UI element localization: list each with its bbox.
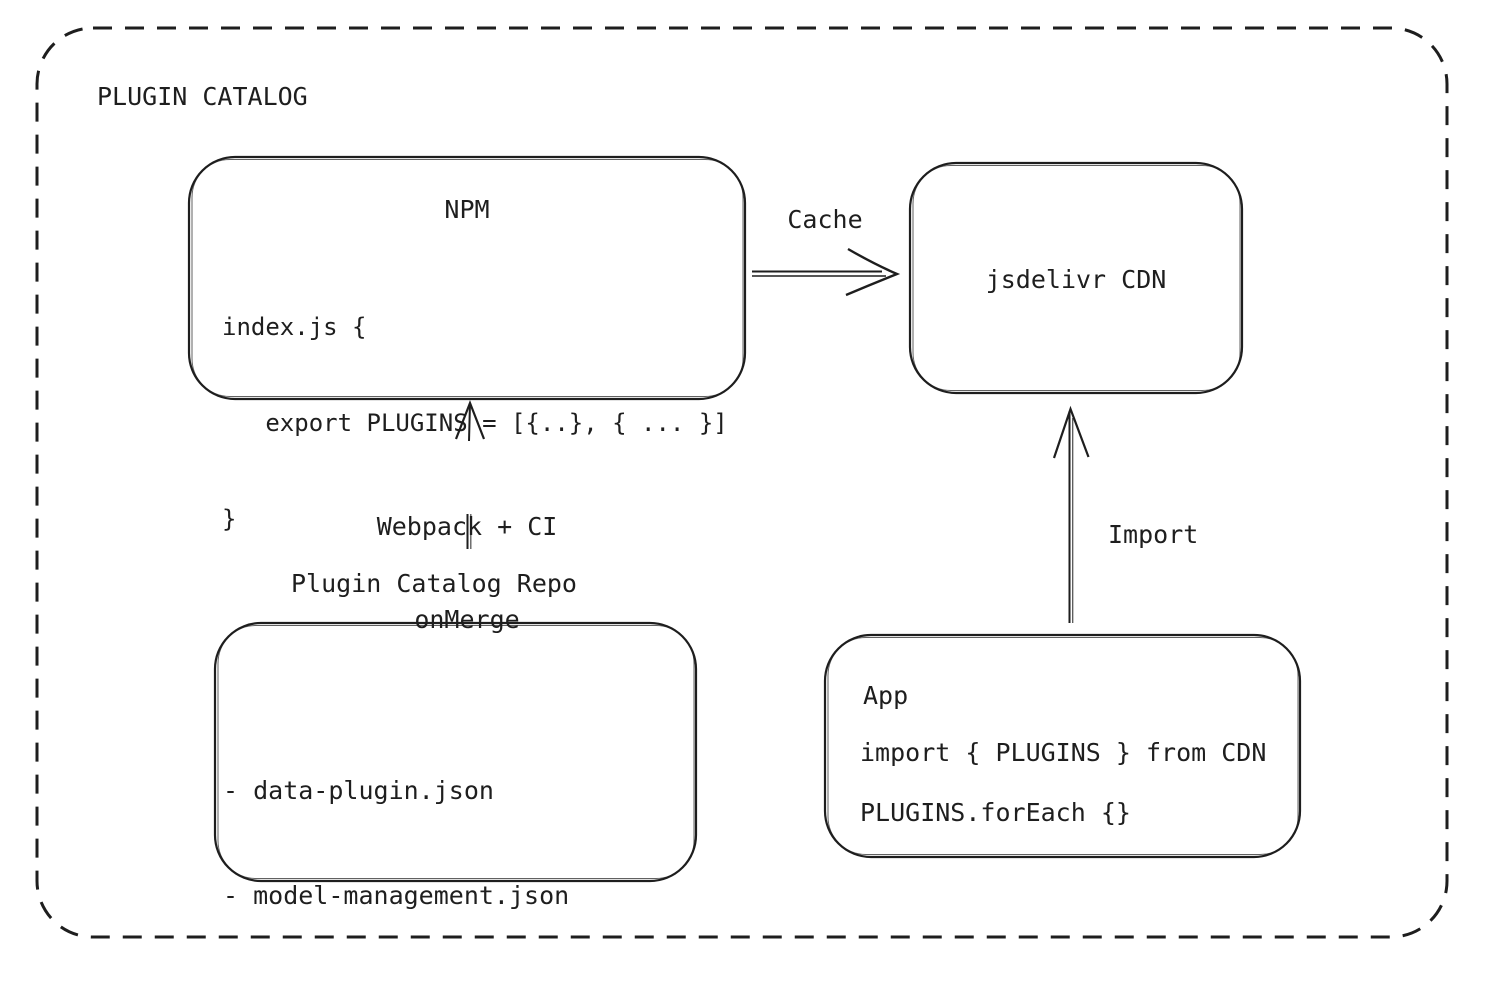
repo-file-item: ... [223, 986, 269, 1002]
npm-code-line: index.js { [222, 313, 367, 341]
cache-arrow-label: Cache [787, 205, 863, 234]
build-arrow-label: Webpack + CI onMerge [317, 449, 617, 697]
repo-file-list: - data-plugin.json - model-management.js… [223, 703, 569, 1002]
cache-arrow [752, 247, 901, 297]
build-arrow [454, 399, 486, 549]
app-box [823, 633, 1302, 859]
repo-box [213, 621, 698, 883]
import-arrow-label: Import [1108, 520, 1199, 549]
app-code-line: PLUGINS.forEach {} [860, 798, 1131, 827]
app-box-title: App [863, 681, 909, 710]
npm-code-line: export PLUGINS = [{..}, { ... }] [222, 409, 728, 437]
build-arrow-label-line1: Webpack + CI [376, 512, 558, 541]
repo-box-label: Plugin Catalog Repo [291, 569, 577, 598]
cdn-box [908, 161, 1244, 395]
npm-box [187, 155, 747, 401]
cdn-box-title: jsdelivr CDN [985, 265, 1167, 294]
repo-file-item: - data-plugin.json [223, 776, 494, 805]
npm-code-block: index.js { export PLUGINS = [{..}, { ...… [222, 247, 728, 599]
repo-file-item: - model-management.json [223, 881, 570, 910]
import-arrow [1052, 405, 1090, 623]
npm-box-title: NPM [444, 195, 490, 224]
app-code-line: import { PLUGINS } from CDN [860, 738, 1267, 767]
build-arrow-label-line2: onMerge [414, 605, 520, 634]
npm-code-line: } [222, 505, 237, 533]
diagram-title: PLUGIN CATALOG [97, 82, 308, 111]
catalog-boundary-box [35, 26, 1449, 939]
